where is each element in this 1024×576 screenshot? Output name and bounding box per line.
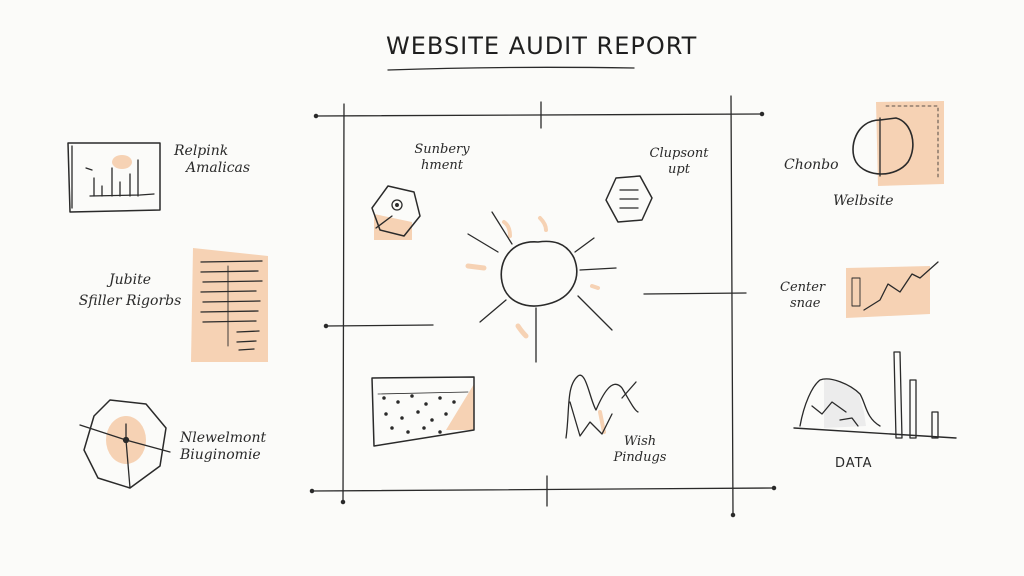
summary-report-label: Sunbery hment [410, 142, 474, 173]
trend-chart-icon [846, 261, 939, 318]
web-label: Wish [623, 434, 657, 449]
scatter-panel-icon [371, 376, 475, 447]
website-label: Welbsite [833, 193, 894, 209]
reporting-analytics-label: Relpink Amalicas [174, 143, 250, 177]
findings-label: Pindugs [613, 449, 667, 465]
content-label: Center [780, 280, 826, 295]
performance-label: Biuginomie [180, 446, 261, 463]
hexagon-eye-icon [371, 185, 421, 240]
document-lines-icon [191, 248, 268, 362]
current-output-label: Clupsont upt [648, 146, 710, 177]
title-underline [387, 66, 635, 71]
data-bars-icon [793, 351, 957, 439]
page-title: WEBSITE AUDIT REPORT [386, 32, 698, 60]
data-label: DATA [835, 456, 873, 471]
site-label: Jubite [109, 272, 151, 288]
octagon-pie-icon [79, 399, 171, 489]
current-label: Clupsont [649, 146, 709, 161]
circle-swatch-icon [852, 101, 944, 186]
content-share-label: Center snae [780, 280, 825, 311]
report-label: hment [421, 157, 463, 173]
central-sun-icon [465, 211, 617, 363]
hand-chart-icon [565, 374, 639, 439]
filler-reports-label: Sfiller Rigorbs [78, 292, 182, 309]
output-label: upt [668, 161, 690, 177]
hexagon-list-icon [605, 175, 653, 223]
analytics-label: Amalicas [186, 159, 251, 176]
summary-label: Sunbery [414, 142, 470, 157]
chrono-label: Chonbo [784, 157, 839, 173]
reporting-label: Relpink [174, 143, 229, 159]
site-filler-label: Jubite Sfiller Rigorbs [70, 272, 190, 310]
bar-chart-panel-icon [67, 142, 161, 213]
central-frame [309, 95, 777, 518]
web-findings-label: Wish Pindugs [612, 434, 668, 465]
share-label: snae [790, 295, 821, 311]
development-label: Nlewelmont [180, 430, 267, 446]
development-performance-label: Nlewelmont Biuginomie [180, 430, 266, 464]
